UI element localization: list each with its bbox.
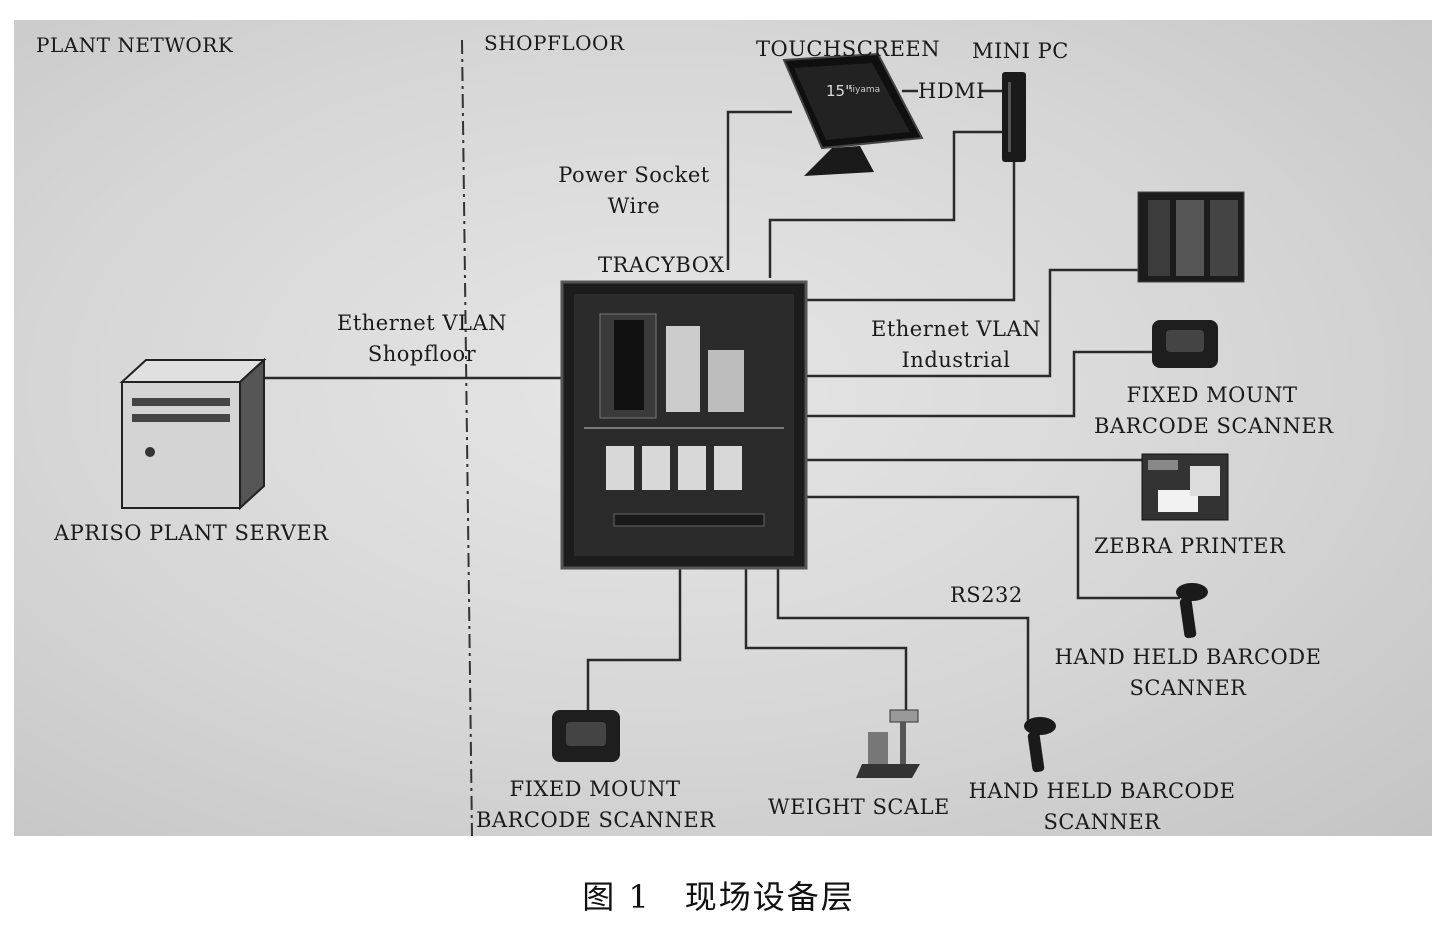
tracybox-label: TRACYBOX	[598, 253, 725, 277]
ethernet-shopfloor-label-line2: Shopfloor	[367, 342, 477, 366]
tracybox-cabinet-icon	[560, 280, 808, 570]
link-power-socket	[726, 110, 792, 270]
weight-scale-label: WEIGHT SCALE	[768, 795, 950, 819]
fixed-scanner-bottom-label-line2: BARCODE SCANNER	[476, 808, 716, 832]
shopfloor-zone-label: SHOPFLOOR	[484, 31, 625, 55]
mini-pc-icon	[1002, 72, 1026, 162]
link-handheld-right	[804, 495, 1180, 600]
zebra-printer-icon	[1141, 453, 1229, 521]
handheld-right-label-line2: SCANNER	[1129, 676, 1247, 700]
touchscreen-label: TOUCHSCREEN	[756, 37, 941, 61]
link-fixed-scanner-right	[804, 350, 1152, 418]
ethernet-industrial-label: Ethernet VLAN Industrial	[866, 314, 1046, 376]
fixed-scanner-right-label-line1: FIXED MOUNT	[1126, 383, 1298, 407]
diagram-svg: 15" iiyama	[119, 39, 1245, 836]
fixed-scanner-right-icon	[1152, 320, 1218, 368]
handheld-bottom-label-line2: SCANNER	[1043, 810, 1161, 834]
handheld-scanner-bottom-icon	[1024, 717, 1056, 773]
handheld-scanner-right-icon	[1176, 583, 1208, 639]
fixed-scanner-bottom-icon	[552, 710, 620, 762]
plc-icon	[1137, 191, 1245, 283]
diagram-panel: 15" iiyama	[14, 20, 1432, 836]
power-socket-label-line2: Wire	[607, 194, 661, 218]
zebra-printer-label: ZEBRA PRINTER	[1094, 534, 1286, 558]
figure-caption: 图 1 现场设备层	[582, 878, 855, 916]
server-label: APRISO PLANT SERVER	[54, 521, 329, 545]
screen-size-label: 15"	[826, 82, 852, 100]
fixed-scanner-bottom-label: FIXED MOUNT BARCODE SCANNER	[476, 774, 716, 836]
link-fixed-scanner-bottom	[586, 568, 682, 710]
ethernet-industrial-label-line2: Industrial	[901, 348, 1011, 372]
fixed-scanner-right-label: FIXED MOUNT BARCODE SCANNER	[1094, 380, 1334, 442]
handheld-right-label-line1: HAND HELD BARCODE	[1054, 645, 1322, 669]
power-socket-label-line1: Power Socket	[558, 163, 710, 187]
link-weight-scale	[744, 568, 908, 710]
link-minipc-ethernet	[804, 160, 1016, 302]
handheld-bottom-label-line1: HAND HELD BARCODE	[968, 779, 1236, 803]
fixed-scanner-bottom-label-line1: FIXED MOUNT	[509, 777, 681, 801]
ethernet-shopfloor-label-line1: Ethernet VLAN	[337, 311, 507, 335]
plant-network-zone-label: PLANT NETWORK	[36, 33, 234, 57]
hdmi-label: HDMI	[918, 79, 985, 103]
power-socket-label: Power Socket Wire	[554, 160, 714, 222]
server-icon	[119, 357, 267, 511]
mini-pc-label: MINI PC	[972, 39, 1069, 63]
ethernet-shopfloor-label: Ethernet VLAN Shopfloor	[332, 308, 512, 370]
link-plc	[804, 268, 1138, 378]
link-minipc-tracybox	[768, 130, 1002, 278]
weight-scale-icon	[856, 709, 920, 778]
screen-brand-label: iiyama	[850, 85, 880, 95]
touchscreen-icon: 15" iiyama	[782, 52, 924, 176]
network-divider	[461, 39, 473, 836]
link-handheld-bottom	[776, 568, 1030, 728]
ethernet-industrial-label-line1: Ethernet VLAN	[871, 317, 1041, 341]
handheld-bottom-label: HAND HELD BARCODE SCANNER	[966, 776, 1238, 836]
fixed-scanner-right-label-line2: BARCODE SCANNER	[1094, 414, 1334, 438]
rs232-label: RS232	[950, 583, 1023, 607]
handheld-right-label: HAND HELD BARCODE SCANNER	[1052, 642, 1324, 704]
